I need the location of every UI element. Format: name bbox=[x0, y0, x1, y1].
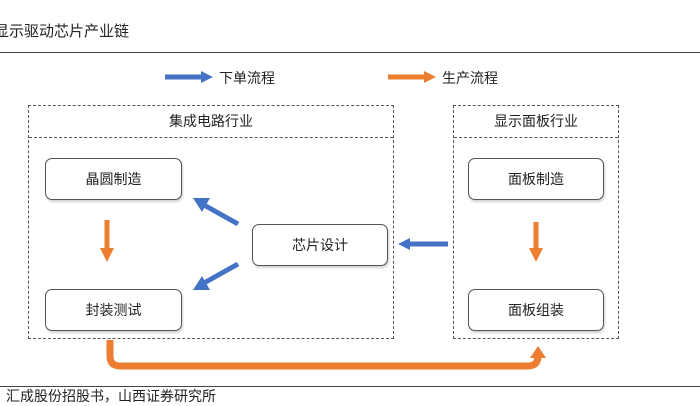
design-to-packaging-arrow bbox=[202, 261, 240, 286]
ic-industry-group: 集成电路行业 bbox=[28, 105, 394, 339]
legend-design-label: 下单流程 bbox=[219, 71, 275, 87]
source-note: ：汇成股份招股书，山西证券研究所 bbox=[0, 389, 216, 405]
wafer-fab-node: 晶圆制造 bbox=[45, 158, 182, 200]
design-to-wafer-arrowhead-icon bbox=[193, 198, 210, 212]
chip-design-node: 芯片设计 bbox=[252, 224, 388, 266]
wafer-to-packaging-arrowhead-icon bbox=[100, 248, 114, 262]
packaging-to-panel-arrowhead-icon bbox=[530, 346, 546, 358]
legend-production-arrowhead-icon bbox=[424, 71, 436, 83]
panel-manufacturing-node: 面板制造 bbox=[468, 158, 604, 200]
legend-production-label: 生产流程 bbox=[442, 71, 498, 87]
design-to-packaging-arrowhead-icon bbox=[193, 276, 210, 290]
panel-industry-group: 显示面板行业 bbox=[453, 105, 619, 339]
ic-industry-label: 集成电路行业 bbox=[29, 106, 393, 138]
design-to-wafer-arrow bbox=[202, 202, 240, 227]
panel-industry-label: 显示面板行业 bbox=[454, 106, 618, 138]
bottom-rule bbox=[0, 386, 700, 387]
packaging-test-node: 封装测试 bbox=[45, 289, 182, 331]
panel-to-design-arrowhead-icon bbox=[398, 238, 410, 250]
diagram-title: 显示驱动芯片产业链 bbox=[0, 22, 130, 40]
panel-assembly-node: 面板组装 bbox=[468, 289, 604, 331]
panel-mfg-to-assembly-arrowhead-icon bbox=[529, 248, 543, 262]
legend-design-arrowhead-icon bbox=[201, 71, 213, 83]
top-rule bbox=[0, 52, 700, 53]
packaging-to-panel-arrow bbox=[106, 340, 542, 370]
